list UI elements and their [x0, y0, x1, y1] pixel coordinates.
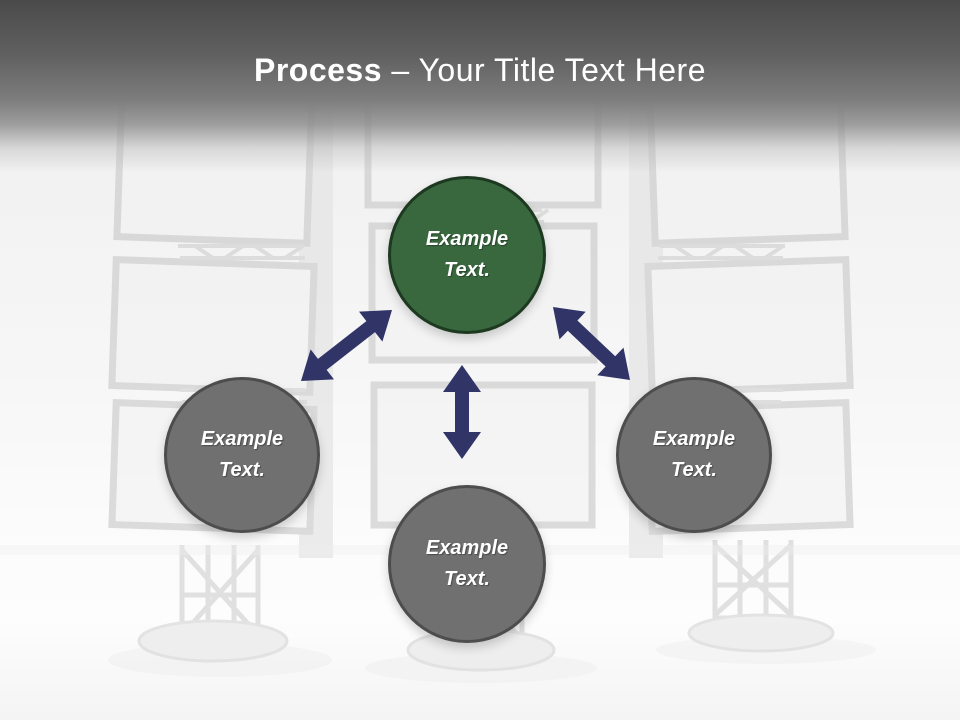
double-arrow-center-to-bottom[interactable]	[443, 365, 481, 459]
truss-stand	[712, 540, 794, 622]
process-node-right[interactable]: Example Text.	[616, 377, 772, 533]
node-label: Example Text.	[200, 428, 284, 481]
double-arrow-center-to-right[interactable]	[553, 307, 630, 380]
node-label: Example Text.	[425, 537, 509, 590]
process-node-left[interactable]: Example Text.	[164, 377, 320, 533]
title-band	[0, 0, 960, 172]
title-rest: – Your Title Text Here	[382, 52, 706, 88]
node-label: Example Text.	[652, 428, 736, 481]
truss-stand	[179, 545, 261, 645]
node-label: Example Text.	[425, 228, 509, 281]
slide-title[interactable]: Process – Your Title Text Here	[0, 52, 960, 89]
double-arrow-center-to-left[interactable]	[301, 310, 392, 381]
title-emphasis: Process	[253, 52, 383, 88]
process-node-bottom[interactable]: Example Text.	[388, 485, 546, 643]
process-node-top[interactable]: Example Text.	[388, 176, 546, 334]
